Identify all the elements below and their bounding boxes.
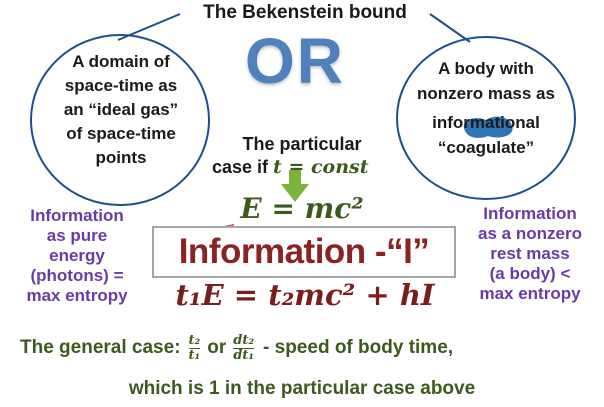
left-ellipse-line: an “ideal gas” — [63, 100, 179, 119]
right-ellipse-line: A body with — [438, 59, 534, 78]
blob-shape — [463, 116, 513, 138]
left-note-line: (photons) = — [30, 266, 124, 285]
fraction-dt2-over-dt1: dt₂ dt₁ — [233, 332, 255, 363]
general-case-line1: The general case: t₂ t₁ or dt₂ dt₁ - spe… — [20, 330, 600, 366]
fraction-numerator: dt₂ — [233, 332, 255, 348]
left-note-line: Information — [30, 206, 124, 225]
right-note-line: Information — [483, 204, 577, 223]
left-note: Information as pure energy (photons) = m… — [2, 206, 152, 306]
left-ellipse-text: A domain of space-time as an “ideal gas”… — [36, 50, 206, 170]
diagram-title: The Bekenstein bound — [203, 2, 407, 23]
left-note-line: energy — [49, 246, 105, 265]
equation-main: t₁E = t₂mc² + hI — [175, 278, 435, 312]
right-ellipse — [396, 36, 576, 200]
right-ellipse-text: A body with nonzero mass as informationa… — [398, 56, 574, 160]
fraction-bar — [188, 347, 201, 349]
fraction-denominator: dt₁ — [233, 347, 255, 363]
particular-case-line2: case if t = const — [212, 156, 412, 178]
left-note-line: as pure — [46, 226, 108, 245]
right-ellipse-line: nonzero mass as — [417, 84, 555, 103]
general-case-line2: which is 1 in the particular case above — [128, 378, 476, 399]
left-ellipse-line: of space-time — [66, 124, 176, 143]
general-case-suffix: - speed of body time, — [263, 337, 454, 358]
right-connector-line — [429, 13, 471, 43]
left-note-line: max entropy — [26, 286, 128, 305]
fraction-denominator: t₁ — [188, 347, 201, 363]
information-box — [152, 226, 456, 278]
general-case-or: or — [207, 337, 227, 358]
equation-top: E = mc² — [240, 192, 364, 225]
fraction-bar — [233, 347, 255, 349]
right-note-line: rest mass — [490, 244, 570, 263]
fraction-t2-over-t1: t₂ t₁ — [188, 332, 201, 363]
particular-case-line1: The particular — [242, 134, 362, 154]
left-ellipse-line: points — [95, 148, 147, 167]
right-note-line: as a nonzero — [478, 224, 582, 243]
left-ellipse-line: A domain of — [72, 52, 170, 71]
fraction-numerator: t₂ — [188, 332, 201, 348]
particular-case-text: case if — [212, 157, 274, 177]
right-note: Information as a nonzero rest mass (a bo… — [456, 204, 604, 304]
left-ellipse-line: space-time as — [64, 76, 178, 95]
green-down-arrow — [281, 170, 309, 202]
left-ellipse — [30, 34, 210, 206]
information-label: Information -“I” — [178, 232, 430, 271]
right-note-line: max entropy — [479, 284, 581, 303]
right-ellipse-line: “coagulate” — [437, 138, 535, 157]
general-case-prefix: The general case: — [20, 337, 181, 358]
right-ellipse-line: informational — [432, 113, 540, 132]
right-note-line: (a body) < — [489, 264, 571, 283]
or-label: OR — [245, 25, 345, 97]
